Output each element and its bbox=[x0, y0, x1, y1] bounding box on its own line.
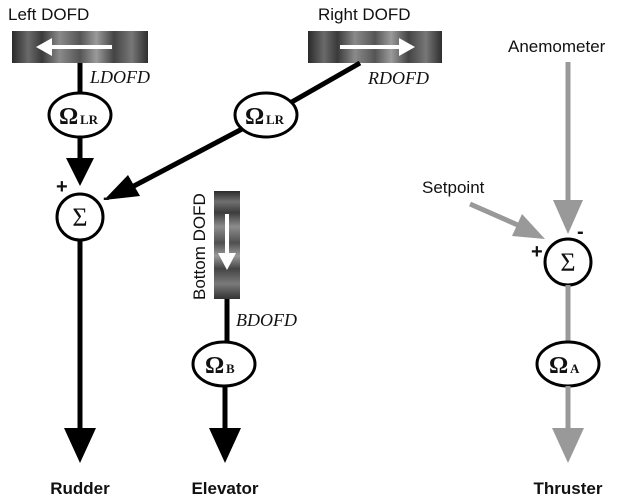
right-arrow-icon bbox=[340, 38, 415, 56]
left-omega-filter: Ω LR bbox=[47, 91, 113, 139]
left-omega-subscript: LR bbox=[80, 112, 99, 127]
right-signal-label: RDOFD bbox=[367, 68, 429, 88]
thruster-plus-sign: + bbox=[531, 241, 543, 263]
thruster-summing-junction: Σ bbox=[543, 237, 593, 287]
left-omega-symbol: Ω bbox=[59, 104, 78, 130]
anemometer-omega-filter: Ω A bbox=[535, 340, 601, 388]
thruster-minus-sign: - bbox=[577, 221, 584, 243]
left-dofd-title: Left DOFD bbox=[8, 5, 89, 24]
setpoint-arrow-icon bbox=[512, 214, 545, 239]
bottom-signal-label: BDOFD bbox=[236, 310, 297, 330]
bottom-omega-filter: Ω B bbox=[191, 340, 257, 388]
elevator-arrow-icon bbox=[209, 428, 241, 463]
right-dofd-title: Right DOFD bbox=[318, 5, 411, 24]
anemometer-arrow-icon bbox=[553, 200, 583, 234]
rudder-plus-sign: + bbox=[56, 176, 68, 198]
bottom-dofd-title: Bottom DOFD bbox=[190, 193, 209, 300]
thruster-arrow-icon bbox=[552, 428, 584, 463]
rudder-minus-sign: - bbox=[103, 187, 110, 209]
elevator-output-label: Elevator bbox=[191, 479, 258, 498]
anemometer-omega-symbol: Ω bbox=[549, 353, 568, 379]
thruster-sigma-symbol: Σ bbox=[560, 248, 575, 277]
anemometer-omega-subscript: A bbox=[570, 361, 580, 376]
arrow-diagonal-icon bbox=[104, 175, 140, 200]
rudder-arrow-icon bbox=[64, 428, 96, 463]
right-omega-symbol: Ω bbox=[245, 104, 264, 130]
bottom-omega-subscript: B bbox=[226, 361, 235, 376]
down-arrow-icon bbox=[218, 214, 236, 270]
anemometer-label: Anemometer bbox=[508, 37, 606, 56]
rudder-output-label: Rudder bbox=[50, 479, 110, 498]
left-signal-label: LDOFD bbox=[89, 67, 150, 87]
right-omega-filter: Ω LR bbox=[233, 91, 299, 139]
right-omega-subscript: LR bbox=[266, 112, 285, 127]
rudder-summing-junction: Σ bbox=[55, 192, 105, 242]
left-arrow-icon bbox=[36, 38, 112, 56]
bottom-omega-symbol: Ω bbox=[205, 353, 224, 379]
setpoint-label: Setpoint bbox=[422, 178, 485, 197]
rudder-sigma-symbol: Σ bbox=[72, 203, 87, 232]
arrow-down-icon bbox=[66, 158, 94, 186]
thruster-output-label: Thruster bbox=[534, 479, 603, 498]
